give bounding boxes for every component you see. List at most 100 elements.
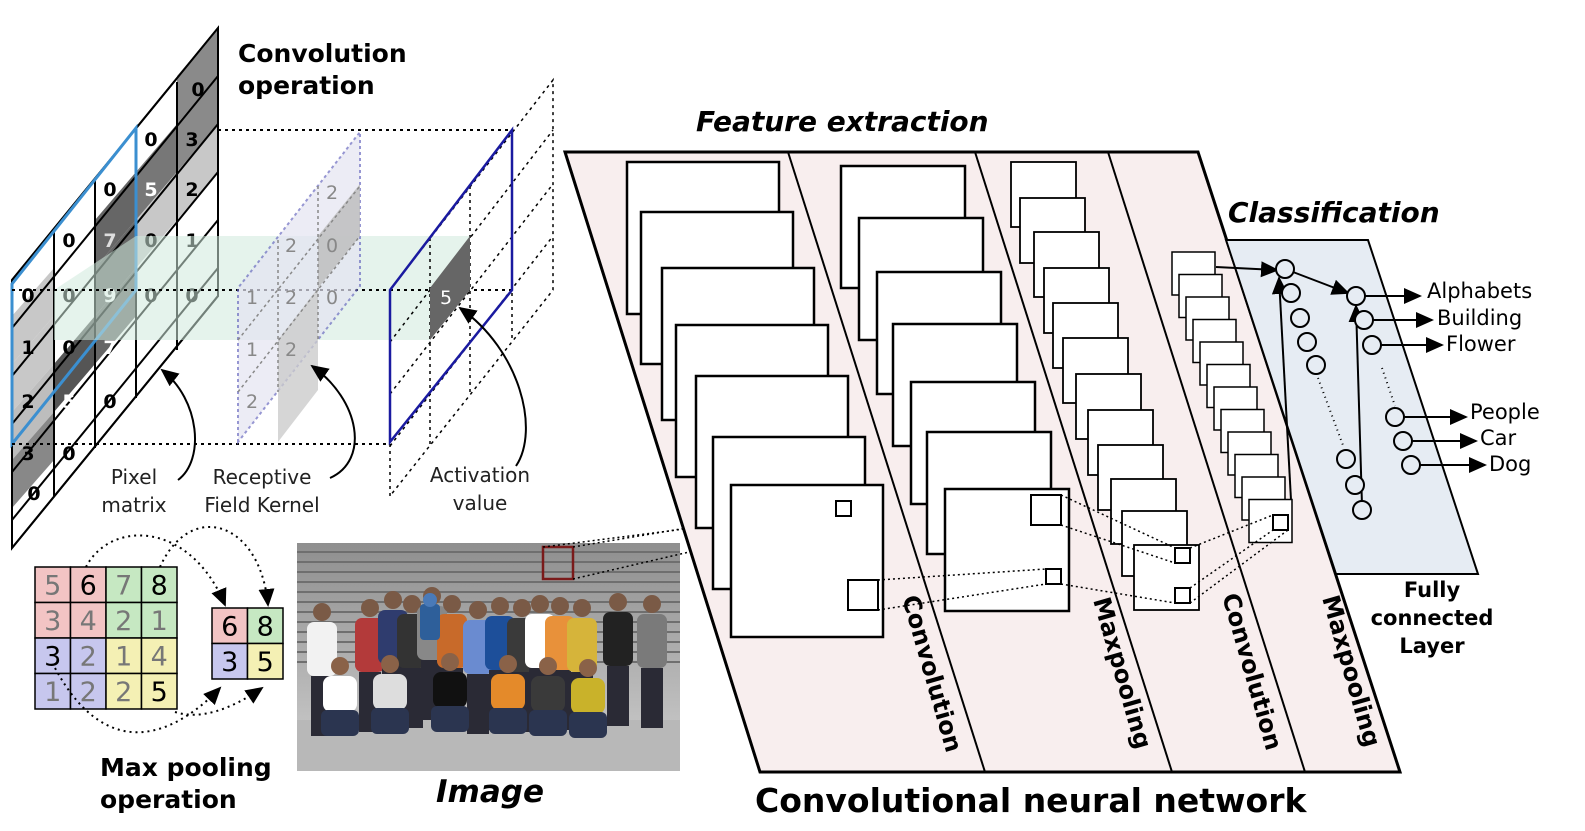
person-body <box>603 612 633 666</box>
pool-output-value: 6 <box>221 612 238 643</box>
fc-neuron <box>1385 407 1405 427</box>
person-head <box>643 595 661 613</box>
pool-input-value: 1 <box>115 642 132 673</box>
feature-patch <box>1045 568 1062 585</box>
cnn-pipeline: Feature extraction <box>562 105 1540 820</box>
group-of-people <box>307 587 667 738</box>
activation-value: 5 <box>440 287 452 309</box>
kernel-value: 2 <box>326 182 338 204</box>
person-body <box>373 674 407 710</box>
person-legs <box>431 706 469 732</box>
pool-output-value: 3 <box>221 647 238 678</box>
person-head <box>573 599 591 617</box>
receptive-field-outline <box>10 123 138 449</box>
output-alphabets: Alphabets <box>1427 279 1532 303</box>
kernel-value: 1 <box>246 339 258 361</box>
pool-input-cell <box>69 672 107 710</box>
person-head <box>539 657 557 675</box>
person-head <box>384 591 402 609</box>
pool-title-2: operation <box>100 785 237 814</box>
pool-input-value: 3 <box>44 642 61 673</box>
pool-output-cell <box>211 642 249 680</box>
person-body <box>531 676 565 712</box>
kernel-label-2: Field Kernel <box>204 493 319 517</box>
kernel: 2 2 0 1 2 0 1 2 2 <box>237 129 361 445</box>
person-head <box>469 601 487 619</box>
fc-label-2: connected <box>1371 606 1494 630</box>
pool-input-cell <box>105 566 143 604</box>
output-people: People <box>1470 400 1540 424</box>
person-head <box>609 593 627 611</box>
fc-label-1: Fully <box>1404 578 1461 602</box>
pool-input-cell <box>140 672 178 710</box>
person-legs <box>569 712 607 738</box>
pixel-value: 0 <box>62 337 75 359</box>
activation-label-2: value <box>453 491 508 515</box>
pixel-value: 0 <box>144 129 157 151</box>
person-legs <box>489 708 527 734</box>
person-head <box>491 597 509 615</box>
person-body <box>567 618 597 672</box>
feature-extraction-label: Feature extraction <box>696 105 989 138</box>
robot <box>420 604 440 640</box>
network-label: Convolutional neural network <box>755 781 1307 820</box>
person-head <box>403 595 421 613</box>
pixel-value: 1 <box>21 337 34 359</box>
person-head <box>579 659 597 677</box>
person-body <box>323 676 357 712</box>
fc-neuron <box>1362 335 1382 355</box>
person-legs <box>641 668 663 728</box>
pool-input-value: 8 <box>151 571 168 602</box>
person-legs <box>321 710 359 736</box>
pool-input-value: 4 <box>80 606 97 637</box>
output-flower: Flower <box>1446 332 1516 356</box>
person-body <box>571 678 605 714</box>
person-head <box>551 597 569 615</box>
pool-input-value: 1 <box>44 677 61 708</box>
person-head <box>361 599 379 617</box>
pixel-value: 0 <box>62 443 75 465</box>
pixel-value: 5 <box>144 179 157 201</box>
kernel-value: 2 <box>285 339 297 361</box>
fc-neuron <box>1345 475 1365 495</box>
fc-neuron <box>1354 310 1374 330</box>
pool-title-1: Max pooling <box>100 753 272 782</box>
pixel-value: 0 <box>21 285 34 307</box>
pixel-matrix-label-1: Pixel <box>111 465 157 489</box>
fc-neurons <box>1275 259 1487 520</box>
kernel-value: 2 <box>285 235 297 257</box>
pixel-value: 0 <box>103 179 116 201</box>
person-body <box>491 674 525 710</box>
fc-neuron <box>1393 431 1413 451</box>
pool-input-value: 2 <box>80 642 97 673</box>
pool-arrows <box>54 526 275 734</box>
kernel-value: 2 <box>285 287 297 309</box>
fc-neuron <box>1281 283 1301 303</box>
pixel-value: 0 <box>27 483 40 505</box>
activation-map: 5 <box>388 77 554 499</box>
fc-neuron <box>1290 308 1310 328</box>
input-photo: Image <box>297 502 845 810</box>
activation-label-1: Activation <box>430 463 530 487</box>
kernel-value: 1 <box>246 287 258 309</box>
convolution-operation: Convolution operation <box>10 25 554 551</box>
pool-input-cell <box>69 566 107 604</box>
fc-neuron <box>1346 286 1366 306</box>
pool-input-value: 2 <box>80 677 97 708</box>
feature-patch <box>1272 514 1289 531</box>
output-car: Car <box>1480 426 1517 450</box>
pixel-matrix-label-2: matrix <box>101 493 166 517</box>
pool-input-value: 4 <box>151 642 168 673</box>
person-head <box>499 655 517 673</box>
person-body <box>437 614 467 668</box>
person-legs <box>371 708 409 734</box>
kernel-value: 0 <box>326 287 338 309</box>
output-dog: Dog <box>1489 452 1531 476</box>
pixel-value: 7 <box>103 230 116 252</box>
feature-patch <box>847 579 879 611</box>
pool-input-cell <box>105 672 143 710</box>
pool-input-value: 2 <box>115 606 132 637</box>
pool-input-cell <box>34 566 72 604</box>
